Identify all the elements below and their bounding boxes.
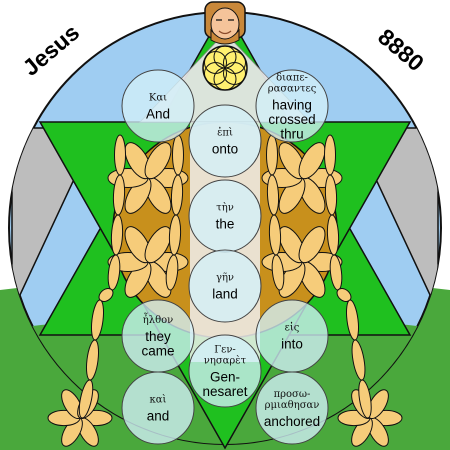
english-word: came	[141, 344, 174, 359]
greek-word: ἦλθον	[143, 314, 173, 326]
english-word: onto	[212, 141, 238, 156]
english-word: they	[145, 329, 171, 344]
greek-word: ἐπὶ	[217, 127, 233, 138]
circle-bg	[188, 249, 262, 323]
circle-kai-2: καὶ and	[121, 371, 195, 445]
chain-right-outer	[324, 134, 372, 419]
english-word: having	[272, 97, 312, 112]
english-word: thru	[280, 126, 303, 141]
english-word: Gen-	[210, 370, 240, 385]
head-figure	[204, 1, 246, 45]
greek-word: εἰς	[285, 322, 300, 333]
english-word: the	[216, 216, 235, 231]
english-word: and	[147, 408, 170, 423]
chain-left-outer	[78, 134, 126, 419]
english-word: nesaret	[202, 384, 247, 399]
english-word: land	[212, 286, 238, 301]
greek-word: γῆν	[216, 272, 234, 283]
chain-right-inner	[266, 134, 285, 291]
english-word: anchored	[264, 414, 320, 429]
greek-word: προσω-	[274, 389, 311, 400]
circle-gen: γῆν land	[188, 249, 262, 323]
circle-prosormisthesan: προσω-ρμιαθησαν anchored	[255, 371, 329, 445]
english-word: And	[146, 106, 170, 121]
flower-upper-left	[107, 142, 189, 214]
greek-word: Και	[149, 92, 167, 103]
greek-word: καὶ	[150, 394, 167, 405]
circle-bg	[188, 104, 262, 178]
circle-bg	[188, 334, 262, 408]
circle-bg	[255, 69, 329, 143]
circle-bg	[255, 371, 329, 445]
circle-bg	[121, 371, 195, 445]
flower-lower-right	[261, 226, 343, 298]
circle-ten: τὴν the	[188, 179, 262, 253]
english-word: crossed	[268, 112, 315, 127]
greek-word: ρασαντες	[268, 83, 317, 94]
flower-ornaments	[47, 134, 403, 447]
greek-word: τὴν	[216, 202, 234, 213]
greek-word: νησαρὲτ	[204, 356, 247, 367]
circle-bg	[121, 69, 195, 143]
english-word: into	[281, 336, 303, 351]
circle-eis: εἰς into	[255, 299, 329, 373]
circle-epi: ἐπὶ onto	[188, 104, 262, 178]
greek-word: διαπε-	[276, 72, 308, 83]
chain-left-inner	[165, 134, 184, 291]
greek-word: Γεν-	[214, 345, 236, 356]
yellow-seed	[202, 45, 248, 91]
greek-word: ρμιαθησαν	[265, 400, 320, 411]
